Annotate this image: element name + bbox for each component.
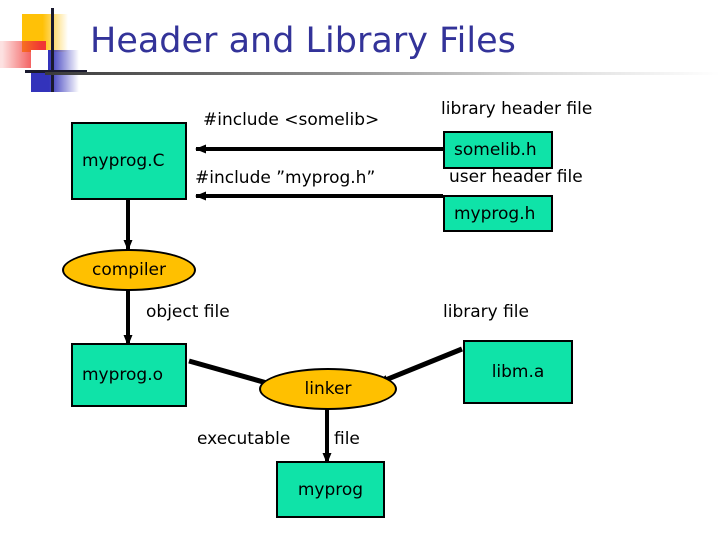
node-linker[interactable]: linker — [259, 368, 397, 410]
label-include-myprog-h: #include ”myprog.h” — [195, 168, 376, 188]
node-myprog-c[interactable]: myprog.C — [71, 122, 187, 200]
decorative-logo — [0, 0, 110, 110]
node-somelib-h-label: somelib.h — [454, 140, 537, 160]
label-user-header-file: user header file — [449, 167, 583, 187]
arrow-libma-to-linker — [377, 346, 463, 386]
logo-cross-horizontal — [25, 70, 87, 73]
node-myprog[interactable]: myprog — [276, 461, 385, 518]
label-object-file: object file — [146, 302, 230, 322]
label-library-header-file: library header file — [441, 99, 593, 119]
page-title: Header and Library Files — [90, 21, 516, 61]
label-include-somelib: #include <somelib> — [203, 110, 380, 130]
node-myprog-h-label: myprog.h — [454, 203, 536, 224]
node-myprog-h[interactable]: myprog.h — [443, 195, 553, 232]
node-myprog-c-label: myprog.C — [82, 151, 165, 171]
label-file: file — [334, 429, 360, 449]
label-executable: executable — [197, 429, 291, 449]
node-somelib-h[interactable]: somelib.h — [443, 131, 553, 169]
node-libm-a[interactable]: libm.a — [463, 340, 573, 404]
label-library-file: library file — [443, 302, 529, 322]
node-myprog-label: myprog — [297, 479, 364, 500]
logo-blue-notch — [31, 50, 48, 72]
title-divider — [45, 72, 720, 75]
node-libm-a-label: libm.a — [491, 362, 545, 382]
node-myprog-o-label: myprog.o — [82, 365, 164, 385]
node-linker-label: linker — [304, 379, 352, 399]
node-compiler-label: compiler — [92, 260, 166, 280]
node-compiler[interactable]: compiler — [62, 249, 196, 291]
logo-cross-vertical — [51, 8, 54, 92]
node-myprog-o[interactable]: myprog.o — [71, 343, 187, 407]
